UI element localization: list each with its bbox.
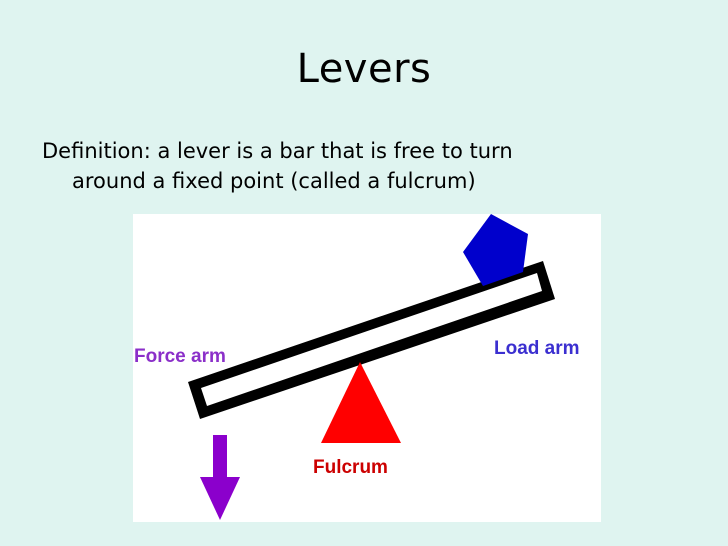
lever-diagram: Force arm Load arm Fulcrum [133, 214, 601, 522]
force-arrow-shaft [213, 435, 227, 479]
fulcrum-triangle [321, 362, 401, 443]
definition-text: Definition: a lever is a bar that is fre… [42, 136, 702, 196]
load-pentagon [463, 214, 528, 286]
force-arm-label: Force arm [134, 346, 226, 367]
fulcrum-label: Fulcrum [313, 457, 388, 478]
slide-title: Levers [296, 46, 432, 92]
definition-line-2: around a fixed point (called a fulcrum) [72, 169, 476, 193]
lever-diagram-svg: Force arm Load arm Fulcrum [134, 214, 580, 520]
lever-bar-inner [201, 273, 542, 406]
load-arm-label: Load arm [494, 338, 580, 359]
definition-line-1: Definition: a lever is a bar that is fre… [42, 139, 513, 163]
force-arrow-head [200, 477, 240, 520]
